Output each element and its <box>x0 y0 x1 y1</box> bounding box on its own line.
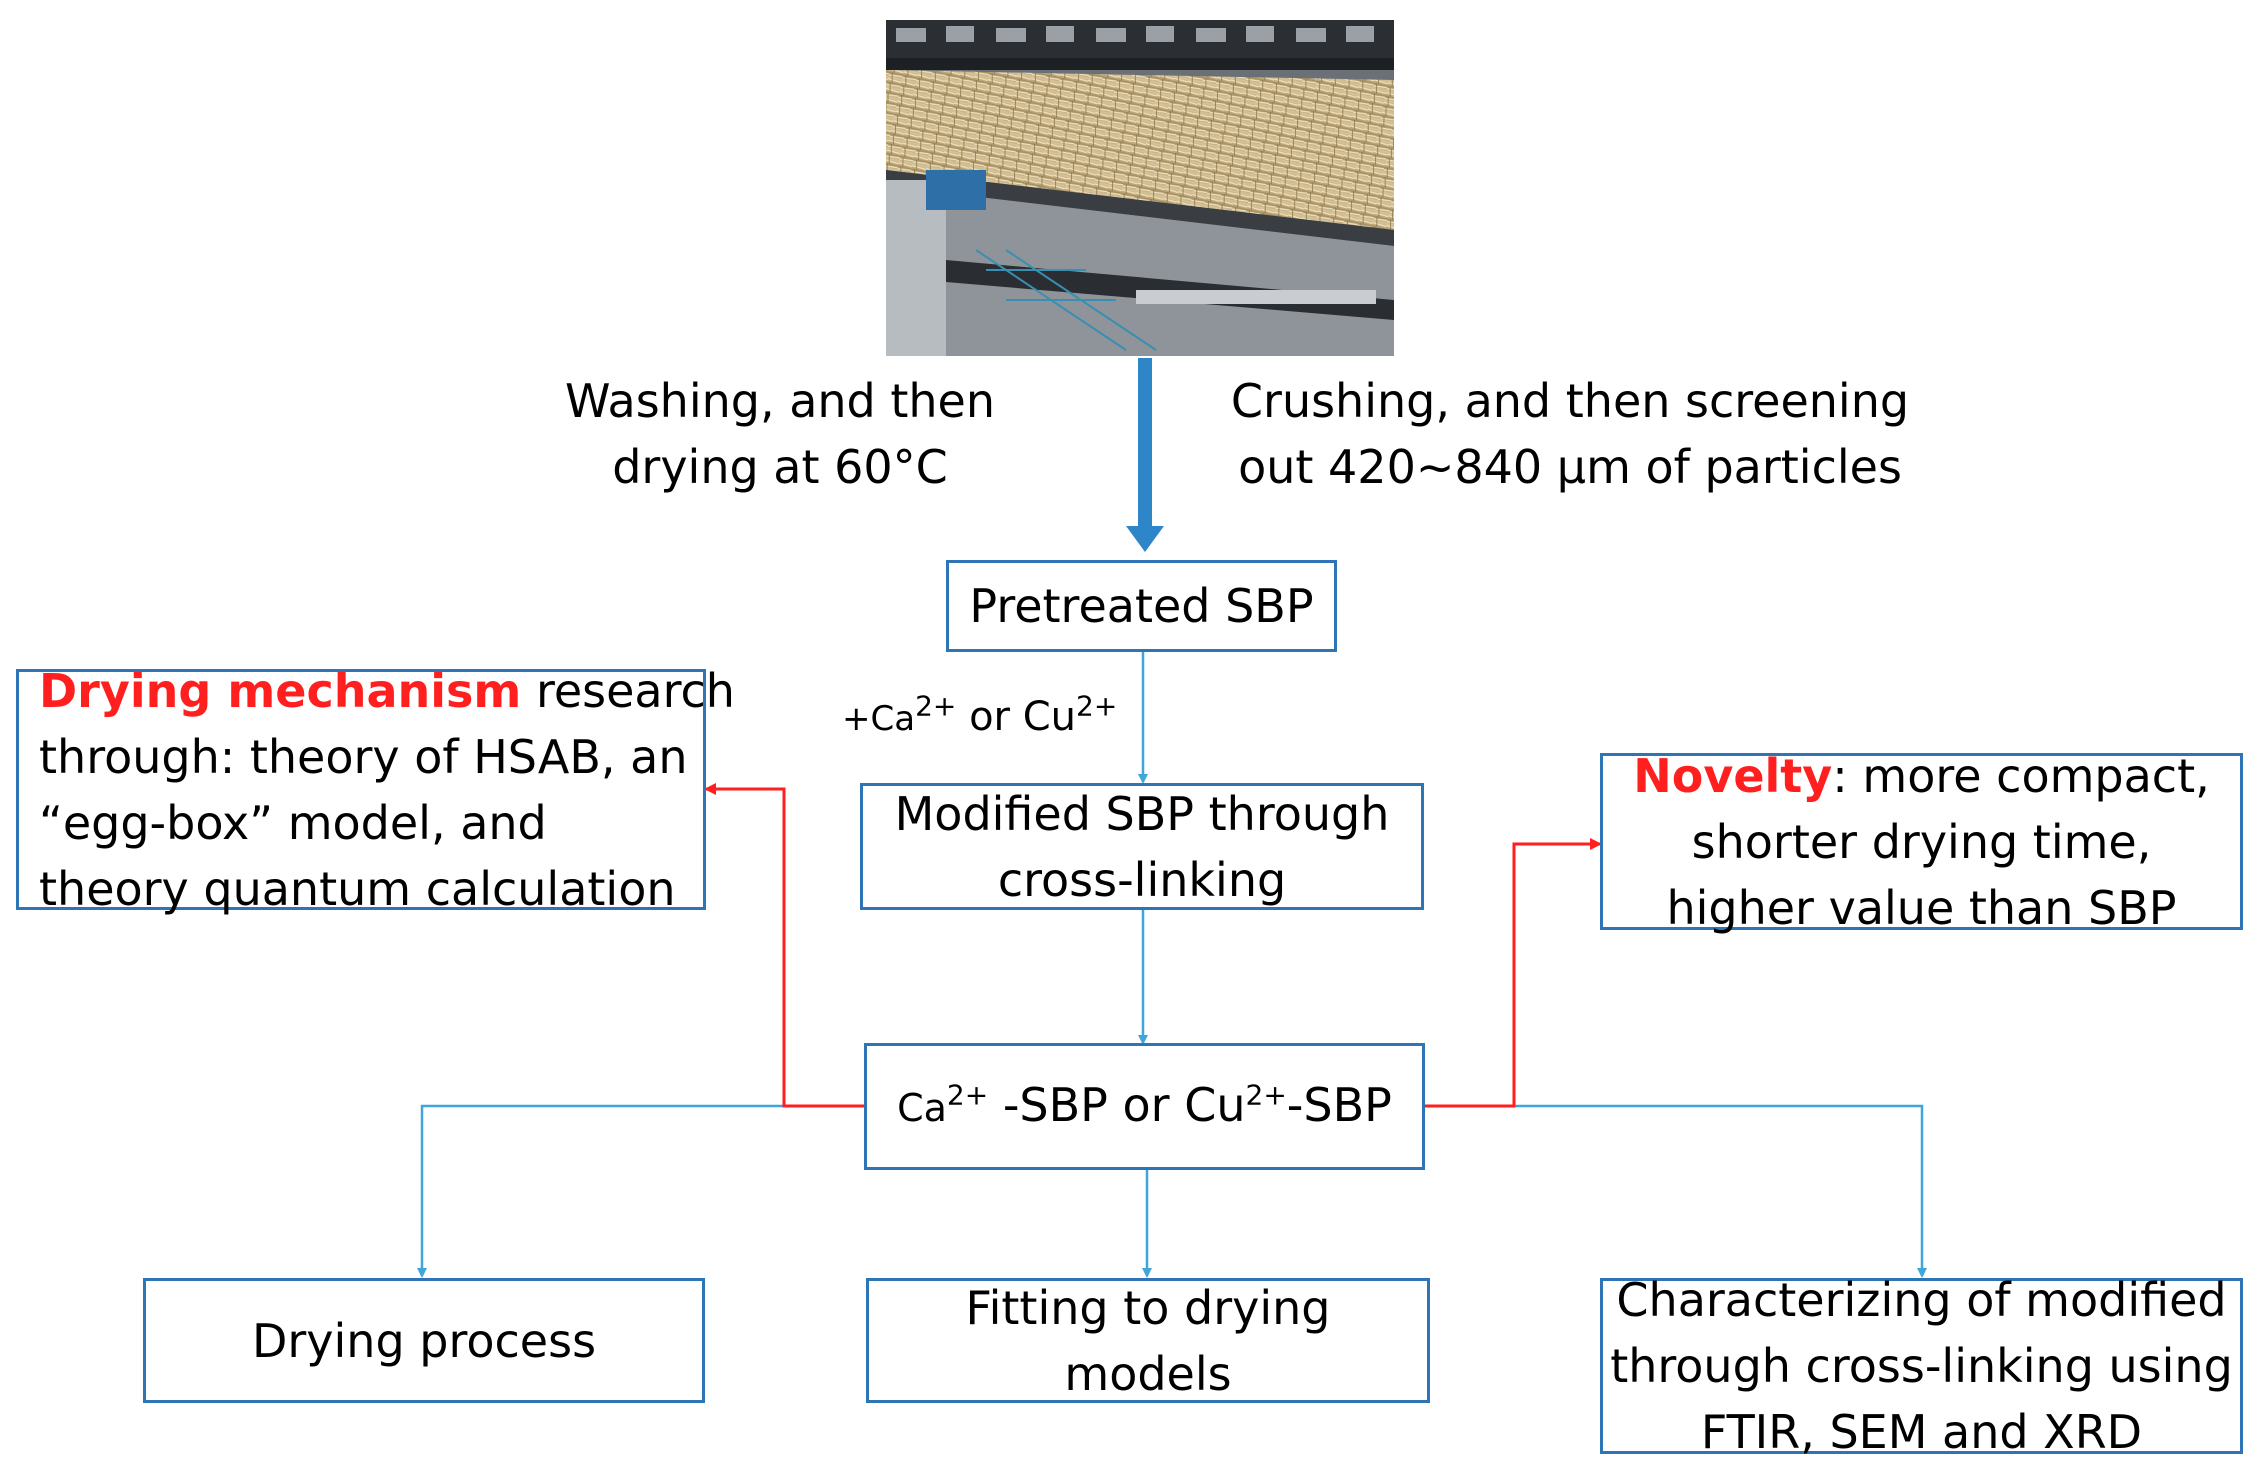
drying-process-text: Drying process <box>251 1313 597 1368</box>
pretreated-sbp-box: Pretreated SBP <box>946 560 1337 652</box>
novelty-highlight: Novelty <box>1633 748 1833 803</box>
ion-addition-label: +Ca2+ or Cu2+ <box>842 684 1117 752</box>
crushing-screening-label: Crushing, and then screening out 420~840… <box>1220 368 1920 500</box>
washing-drying-label-line1: Washing, and then <box>564 374 996 428</box>
washing-drying-label: Washing, and then drying at 60°C <box>560 368 1000 500</box>
novelty-line3: higher value than SBP <box>1666 880 2177 935</box>
characterizing-line1: Characterizing of modified <box>1616 1273 2227 1327</box>
drying-mechanism-line4: theory quantum calculation <box>39 861 676 916</box>
crushing-screening-label-line1: Crushing, and then screening <box>1230 374 1910 428</box>
drying-mechanism-box: Drying mechanism research through: theor… <box>16 664 735 916</box>
red-arrow-product-to-novelty <box>1425 838 1602 1108</box>
product-ca: Ca <box>897 1086 947 1130</box>
drying-mechanism-highlight: Drying mechanism <box>39 663 522 718</box>
conveyor-dryer-photo-icon <box>886 20 1394 356</box>
product-cu-charge: 2+ <box>1245 1078 1287 1112</box>
novelty-box: Novelty: more compact, shorter drying ti… <box>1600 749 2243 935</box>
modified-product-box: Ca2+ -SBP or Cu2+-SBP <box>864 1043 1425 1170</box>
drying-mechanism-line1-rest: research <box>521 663 735 718</box>
characterizing-line3: FTIR, SEM and XRD <box>1700 1405 2143 1459</box>
conveyor-dryer-photo <box>886 20 1394 356</box>
drying-mechanism-line1: Drying mechanism research <box>39 658 735 724</box>
ion-label-cu: or Cu <box>956 694 1076 740</box>
drying-process-box: Drying process <box>143 1278 705 1403</box>
novelty-line1: Novelty: more compact, <box>1633 743 2210 809</box>
modified-sbp-box: Modified SBP through cross-linking <box>860 783 1424 910</box>
modified-sbp-line1: Modified SBP through <box>894 786 1390 841</box>
characterizing-box: Characterizing of modified through cross… <box>1600 1273 2243 1459</box>
product-mid: -SBP or Cu <box>988 1078 1246 1132</box>
fitting-models-box: Fitting to drying models <box>866 1278 1430 1403</box>
modified-sbp-line2: cross-linking <box>997 852 1287 907</box>
arrow-product-to-characterizing <box>1515 1104 1927 1278</box>
characterizing-line2: through cross-linking using <box>1610 1339 2233 1393</box>
product-ca-charge: 2+ <box>946 1078 989 1112</box>
ion-label-ca-charge: 2+ <box>915 689 957 723</box>
product-text: Ca2+ -SBP or Cu2+-SBP <box>897 1072 1392 1141</box>
crushing-screening-label-line2: out 420~840 μm of particles <box>1238 440 1902 494</box>
novelty-line1-rest: : more compact, <box>1832 748 2210 803</box>
novelty-line2: shorter drying time, <box>1691 814 2152 869</box>
red-arrow-product-to-mechanism <box>704 783 864 1108</box>
fitting-line1: Fitting to drying <box>965 1280 1331 1335</box>
arrow-product-to-drying-process <box>417 1104 864 1278</box>
washing-drying-label-line2: drying at 60°C <box>612 440 948 494</box>
pretreated-sbp-text: Pretreated SBP <box>969 579 1314 633</box>
fitting-line2: models <box>1064 1346 1232 1401</box>
product-end: -SBP <box>1286 1078 1392 1132</box>
drying-mechanism-line3: “egg-box” model, and <box>39 795 547 850</box>
drying-mechanism-line2: through: theory of HSAB, an <box>39 729 688 784</box>
thick-arrow-photo-to-pretreated <box>1126 358 1164 552</box>
ion-label-ca: +Ca <box>842 699 916 739</box>
ion-label-cu-charge: 2+ <box>1076 689 1118 723</box>
